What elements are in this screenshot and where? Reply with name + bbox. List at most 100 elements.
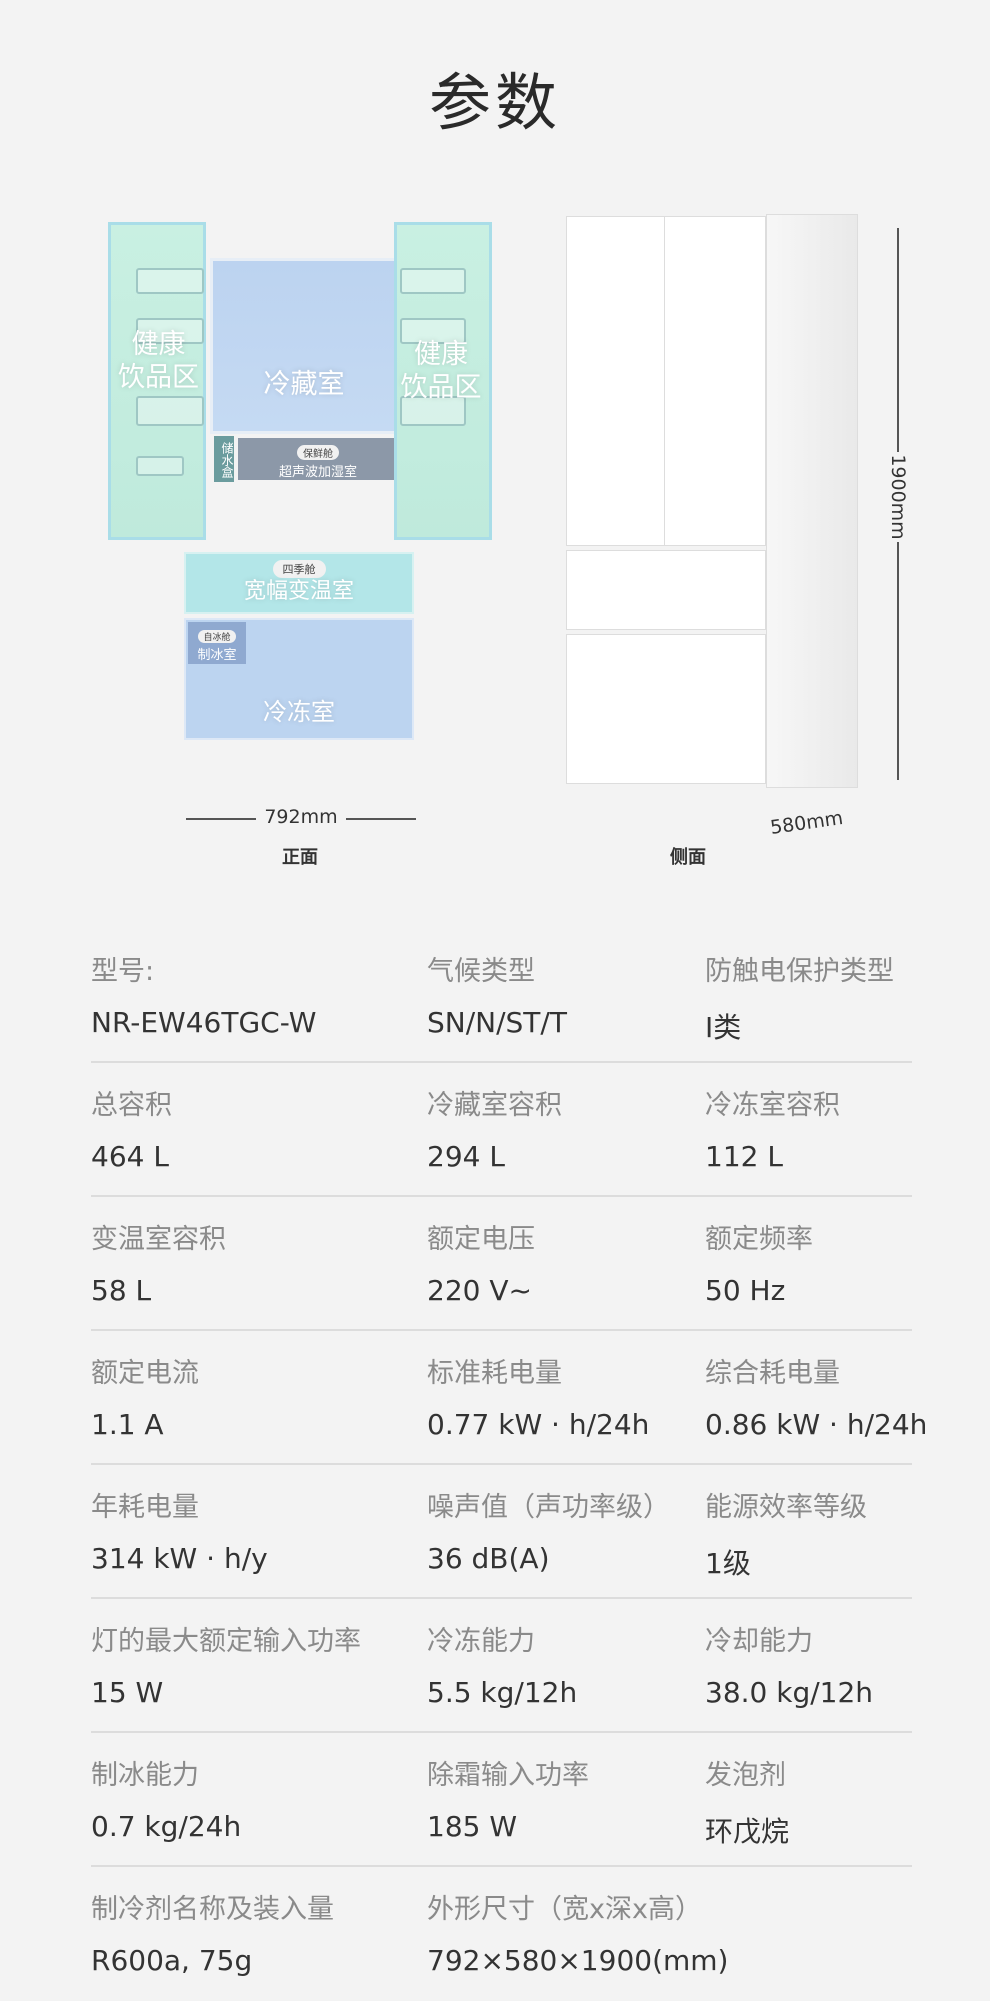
side-caption: 侧面 <box>670 847 706 868</box>
spec-label: 气候类型 <box>427 956 535 987</box>
spec-value: 50 Hz <box>705 1274 786 1307</box>
spec-value: 38.0 kg/12h <box>705 1676 874 1709</box>
spec-cell: 标准耗电量 0.77 kW · h/24h <box>427 1351 649 1441</box>
spec-cell: 冷却能力 38.0 kg/12h <box>705 1619 965 1709</box>
spec-cell: 灯的最大额定输入功率 15 W <box>91 1619 361 1709</box>
spec-value: 5.5 kg/12h <box>427 1676 578 1709</box>
spec-value: 36 dB(A) <box>427 1542 550 1575</box>
convertible-label: 宽幅变温室 <box>243 579 354 604</box>
spec-value: 0.77 kW · h/24h <box>427 1408 650 1441</box>
spec-label: 冷却能力 <box>705 1626 813 1657</box>
spec-cell: 型号:NR-EW46TGC-W <box>91 949 316 1039</box>
spec-label: 总容积 <box>91 1090 172 1121</box>
spec-cell: 外形尺寸（宽x深x高） 792×580×1900(mm) <box>427 1887 728 1977</box>
water-box: 储水盒 <box>214 436 234 482</box>
spec-cell: 制冰能力 0.7 kg/24h <box>91 1753 241 1843</box>
zone-line: 健康 <box>414 339 468 370</box>
front-view-diagram: 健康饮品区 冷藏室 储水盒 保鲜舱 超声波加湿室 健康 饮品区 四季舱 宽幅变温… <box>104 218 496 798</box>
spec-label: 防触电保护类型 <box>705 956 894 987</box>
zone-line: 饮品区 <box>400 372 482 403</box>
spec-row: 制冰能力 0.7 kg/24h 除霜输入功率 185 W 发泡剂环戊烷 <box>91 1733 912 1867</box>
spec-label: 冷冻室容积 <box>705 1090 840 1121</box>
spec-label: 制冰能力 <box>91 1760 199 1791</box>
spec-cell: 发泡剂环戊烷 <box>705 1753 965 1850</box>
spec-row: 年耗电量 314 kW · h/y 噪声值（声功率级） 36 dB(A) 能源效率等级 1… <box>91 1465 912 1599</box>
height-dimension: 1900mm <box>887 452 909 542</box>
spec-cell: 防触电保护类型 I类 <box>705 949 965 1046</box>
spec-value: R600a, 75g <box>91 1944 253 1977</box>
spec-cell: 除霜输入功率 185 W <box>427 1753 589 1843</box>
water-box-label: 储水盒 <box>220 442 234 478</box>
spec-cell: 总容积 464 L <box>91 1083 172 1173</box>
spec-row: 灯的最大额定输入功率 15 W 冷冻能力 5.5 kg/12h 冷却能力 38.0 kg/… <box>91 1599 912 1733</box>
spec-value: 464 L <box>91 1140 169 1173</box>
spec-value: 1级 <box>705 1547 751 1580</box>
spec-value: 185 W <box>427 1810 518 1843</box>
spec-value: SN/N/ST/T <box>427 1006 567 1039</box>
crisper-drawer: 保鲜舱 超声波加湿室 <box>238 438 398 480</box>
right-door-zone-label: 健康 饮品区 <box>396 338 486 404</box>
spec-cell: 气候类型 SN/N/ST/T <box>427 949 567 1039</box>
spec-label: 额定电流 <box>91 1358 199 1389</box>
spec-row: 型号:NR-EW46TGC-W 气候类型 SN/N/ST/T 防触电保护类型 I类 <box>91 929 912 1063</box>
spec-cell: 冷藏室容积 294 L <box>427 1083 562 1173</box>
spec-label: 外形尺寸（宽x深x高） <box>427 1894 702 1925</box>
spec-label: 除霜输入功率 <box>427 1760 589 1791</box>
spec-label: 标准耗电量 <box>427 1358 562 1389</box>
right-door <box>394 222 492 540</box>
ice-maker: 自冰舱 制冰室 <box>188 622 246 664</box>
spec-label: 噪声值（声功率级） <box>427 1492 670 1523</box>
front-caption: 正面 <box>282 847 318 868</box>
convertible-compartment: 四季舱 宽幅变温室 <box>184 552 414 614</box>
spec-value: 0.86 kW · h/24h <box>705 1408 928 1441</box>
side-view-diagram <box>566 214 860 794</box>
spec-cell: 冷冻能力 5.5 kg/12h <box>427 1619 577 1709</box>
spec-cell: 冷冻室容积 112 L <box>705 1083 965 1173</box>
crisper-label: 超声波加湿室 <box>278 465 357 480</box>
spec-cell: 年耗电量 314 kW · h/y <box>91 1485 268 1575</box>
spec-label: 发泡剂 <box>705 1760 786 1791</box>
spec-cell: 噪声值（声功率级） 36 dB(A) <box>427 1485 670 1575</box>
spec-label: 冷藏室容积 <box>427 1090 562 1121</box>
crisper-tag: 保鲜舱 <box>297 445 339 460</box>
spec-label: 能源效率等级 <box>705 1492 867 1523</box>
spec-label: 年耗电量 <box>91 1492 199 1523</box>
spec-value: 0.7 kg/24h <box>91 1810 242 1843</box>
spec-label: 综合耗电量 <box>705 1358 840 1389</box>
spec-value: 220 V~ <box>427 1274 532 1307</box>
spec-value: I类 <box>705 1011 742 1044</box>
spec-label: 额定频率 <box>705 1224 813 1255</box>
spec-value: 314 kW · h/y <box>91 1542 268 1575</box>
spec-value: 58 L <box>91 1274 152 1307</box>
spec-label: 变温室容积 <box>91 1224 226 1255</box>
spec-value: 112 L <box>705 1140 783 1173</box>
depth-dimension: 580mm <box>768 807 845 839</box>
convertible-tag: 四季舱 <box>272 560 326 578</box>
freezer-label: 冷冻室 <box>263 698 335 726</box>
spec-label: 灯的最大额定输入功率 <box>91 1626 361 1657</box>
spec-cell: 变温室容积 58 L <box>91 1217 226 1307</box>
spec-label: 制冷剂名称及装入量 <box>91 1894 334 1925</box>
spec-row: 制冷剂名称及装入量 R600a, 75g 外形尺寸（宽x深x高） 792×580×19… <box>91 1867 912 2001</box>
spec-value: 环戊烷 <box>705 1815 790 1848</box>
spec-value: 294 L <box>427 1140 505 1173</box>
spec-cell: 能源效率等级 1级 <box>705 1485 965 1582</box>
spec-value: 792×580×1900(mm) <box>427 1944 729 1977</box>
spec-cell: 额定频率 50 Hz <box>705 1217 965 1307</box>
width-dimension: 792mm <box>256 806 346 828</box>
spec-cell: 制冷剂名称及装入量 R600a, 75g <box>91 1887 334 1977</box>
fridge-label: 冷藏室 <box>263 369 345 400</box>
spec-cell: 综合耗电量 0.86 kW · h/24h <box>705 1351 965 1441</box>
ice-label: 制冰室 <box>197 648 237 663</box>
page-title: 参数 <box>428 66 561 139</box>
spec-label: 冷冻能力 <box>427 1626 535 1657</box>
spec-label: 型号: <box>91 956 155 987</box>
fridge-compartment <box>210 258 398 434</box>
spec-table: 型号:NR-EW46TGC-W 气候类型 SN/N/ST/T 防触电保护类型 I类总容积… <box>91 929 927 2001</box>
spec-value: 15 W <box>91 1676 164 1709</box>
ice-tag: 自冰舱 <box>198 630 236 643</box>
